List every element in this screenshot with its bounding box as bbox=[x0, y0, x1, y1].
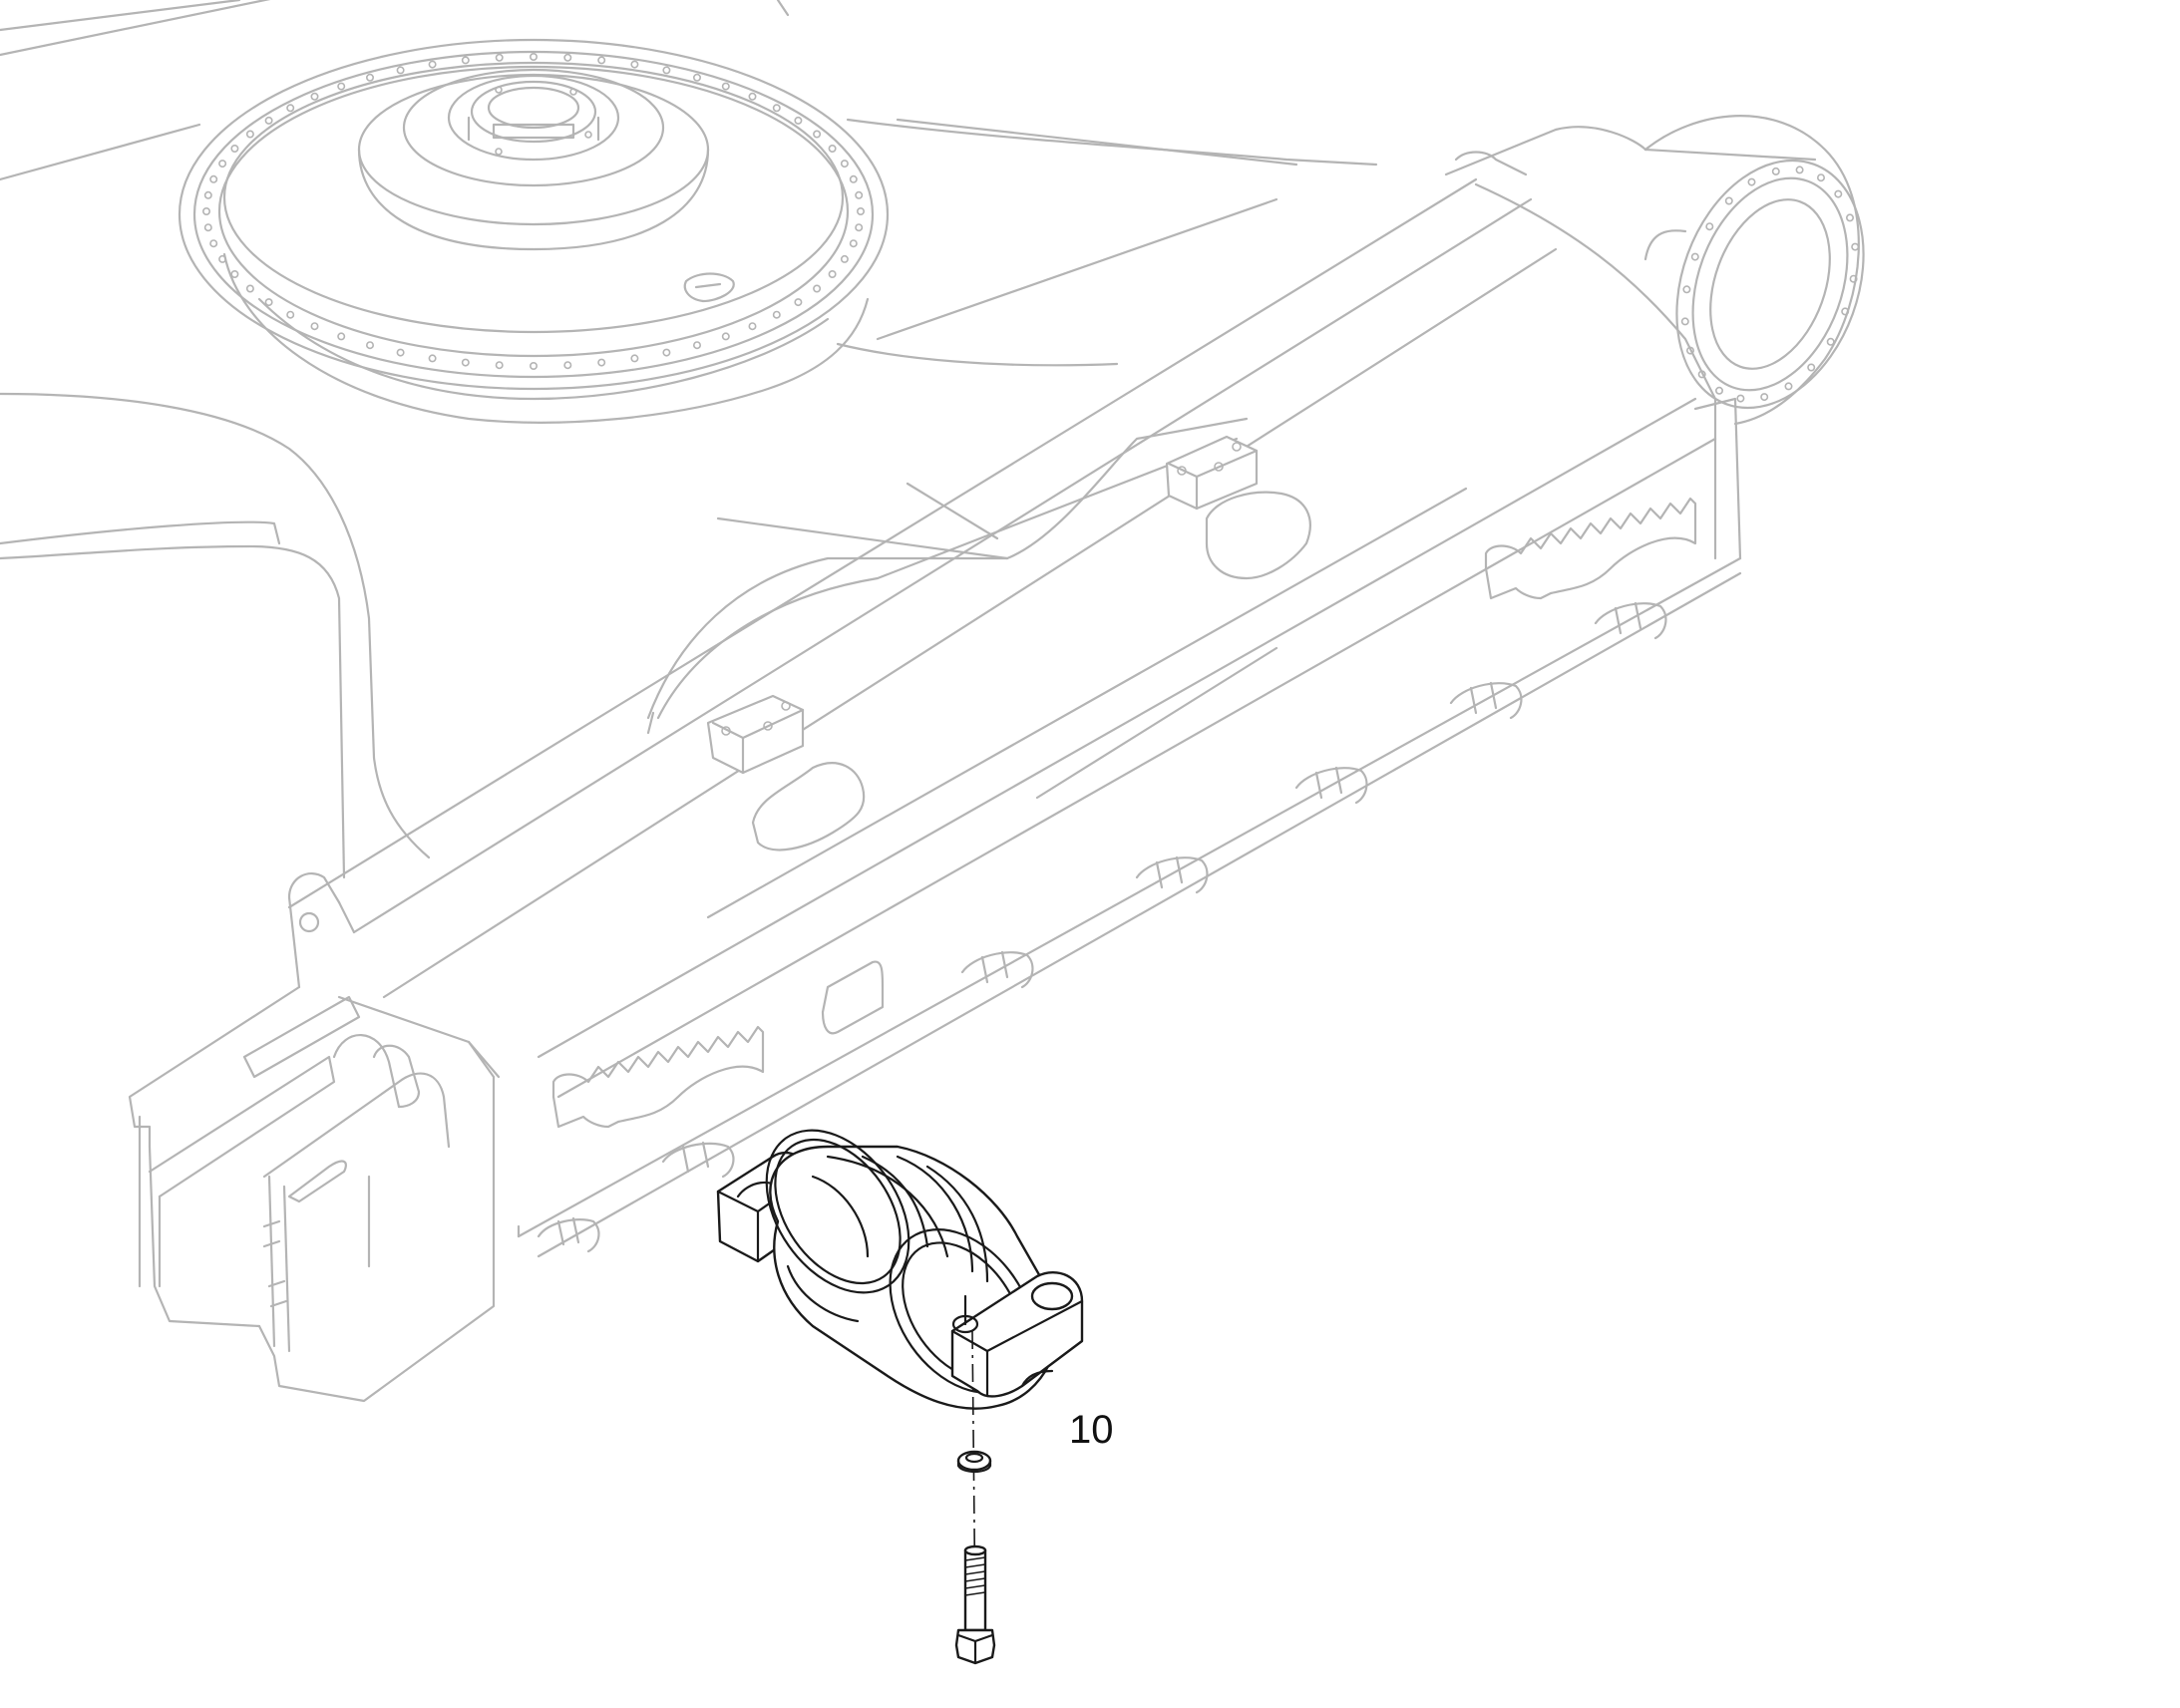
ring-bolt-hole bbox=[264, 116, 273, 125]
end-bolt-hole bbox=[1795, 166, 1804, 174]
ring-bolt-hole bbox=[529, 361, 538, 370]
ring-bolt-hole bbox=[396, 348, 405, 357]
ring-bolt-hole bbox=[245, 284, 254, 293]
end-bolt-hole bbox=[1736, 394, 1745, 403]
ring-bolt-hole bbox=[428, 60, 437, 69]
ring-bolt-hole bbox=[662, 66, 671, 75]
ring-bolt-hole bbox=[563, 361, 572, 370]
ring-bolt-hole bbox=[748, 92, 757, 101]
end-bolt-hole bbox=[1849, 274, 1858, 283]
lock-washer bbox=[956, 1450, 992, 1474]
ring-bolt-hole bbox=[337, 82, 346, 91]
ring-bolt-hole bbox=[230, 145, 239, 154]
ring-bolt-hole bbox=[495, 361, 504, 370]
end-bolt-hole bbox=[1841, 307, 1850, 316]
ring-bolt-hole bbox=[794, 298, 803, 307]
ring-bolt-hole bbox=[692, 73, 701, 82]
end-bolt-hole bbox=[1807, 363, 1816, 372]
ring-bolt-hole bbox=[337, 332, 346, 341]
ring-bolt-hole bbox=[209, 174, 218, 183]
end-bolt-hole bbox=[1817, 173, 1826, 182]
slewing-ring bbox=[178, 38, 890, 424]
ring-bolt-hole bbox=[203, 223, 212, 232]
ring-bolt-hole bbox=[597, 56, 606, 65]
ring-bolt-hole bbox=[849, 174, 858, 183]
end-bolt-hole bbox=[1680, 317, 1689, 326]
ring-bolt-hole bbox=[461, 358, 470, 367]
ring-bolt-hole bbox=[721, 332, 730, 341]
track-frame bbox=[128, 115, 1865, 1403]
ring-bolt-hole bbox=[218, 254, 227, 263]
ring-bolt-hole bbox=[840, 160, 849, 169]
track-rollers bbox=[537, 601, 1667, 1253]
ring-bolt-hole bbox=[428, 354, 437, 363]
ring-bolt-hole bbox=[365, 73, 374, 82]
callout-label: 10 bbox=[1069, 1408, 1114, 1452]
ring-bolt-hole bbox=[772, 310, 781, 319]
ring-bolt-hole bbox=[721, 82, 730, 91]
ring-bolt-hole bbox=[813, 130, 822, 139]
end-bolt-hole bbox=[1771, 167, 1780, 175]
ring-bolt-hole bbox=[245, 130, 254, 139]
end-bolt-hole bbox=[1826, 337, 1835, 346]
ring-bolt-hole bbox=[692, 341, 701, 350]
ring-bolt-hole bbox=[856, 207, 865, 216]
ring-bolt-hole bbox=[529, 52, 538, 61]
ring-bolt-circle bbox=[202, 52, 865, 370]
ring-bolt-hole bbox=[855, 223, 864, 232]
end-bolt-hole bbox=[1715, 386, 1724, 395]
ring-bolt-hole bbox=[264, 298, 273, 307]
end-bolt-hole bbox=[1705, 222, 1714, 231]
end-bolt-hole bbox=[1747, 177, 1756, 186]
center-frame bbox=[0, 0, 1378, 879]
ring-bolt-hole bbox=[849, 239, 858, 248]
ring-bolt-hole bbox=[286, 104, 295, 113]
ring-bolt-hole bbox=[218, 160, 227, 169]
ring-bolt-hole bbox=[202, 207, 211, 216]
end-bolt-hole bbox=[1834, 189, 1843, 198]
ring-bolt-hole bbox=[630, 60, 639, 69]
ring-bolt-hole bbox=[855, 190, 864, 199]
end-bolt-hole bbox=[1760, 393, 1769, 402]
ring-bolt-hole bbox=[597, 358, 606, 367]
ring-bolt-hole bbox=[840, 254, 849, 263]
ring-bolt-hole bbox=[310, 92, 319, 101]
ring-bolt-hole bbox=[230, 269, 239, 278]
ring-bolt-hole bbox=[828, 145, 837, 154]
ring-bolt-hole bbox=[495, 53, 504, 62]
ring-bolt-hole bbox=[813, 284, 822, 293]
end-bolt-hole bbox=[1784, 382, 1793, 391]
end-bolt-hole bbox=[1851, 242, 1860, 251]
ring-bolt-hole bbox=[461, 56, 470, 65]
ring-bolt-hole bbox=[203, 190, 212, 199]
ring-bolt-hole bbox=[748, 322, 757, 331]
ring-bolt-hole bbox=[772, 104, 781, 113]
ring-bolt-hole bbox=[828, 269, 837, 278]
end-bolt-hole bbox=[1690, 252, 1699, 261]
hex-bolt bbox=[954, 1544, 996, 1665]
end-bolt-circle bbox=[1680, 166, 1860, 403]
ring-bolt-hole bbox=[794, 116, 803, 125]
ring-bolt-hole bbox=[563, 53, 572, 62]
ring-bolt-hole bbox=[310, 322, 319, 331]
ring-bolt-hole bbox=[286, 310, 295, 319]
end-bolt-hole bbox=[1682, 285, 1691, 294]
ring-bolt-hole bbox=[662, 348, 671, 357]
ring-bolt-hole bbox=[365, 341, 374, 350]
ring-bolt-hole bbox=[630, 354, 639, 363]
track-roller-part bbox=[716, 1129, 1084, 1410]
end-bolt-hole bbox=[1686, 346, 1695, 355]
end-bolt-hole bbox=[1846, 213, 1855, 222]
ring-bolt-hole bbox=[209, 239, 218, 248]
end-bolt-hole bbox=[1724, 196, 1733, 205]
end-bolt-hole bbox=[1697, 370, 1706, 379]
ring-bolt-hole bbox=[396, 66, 405, 75]
